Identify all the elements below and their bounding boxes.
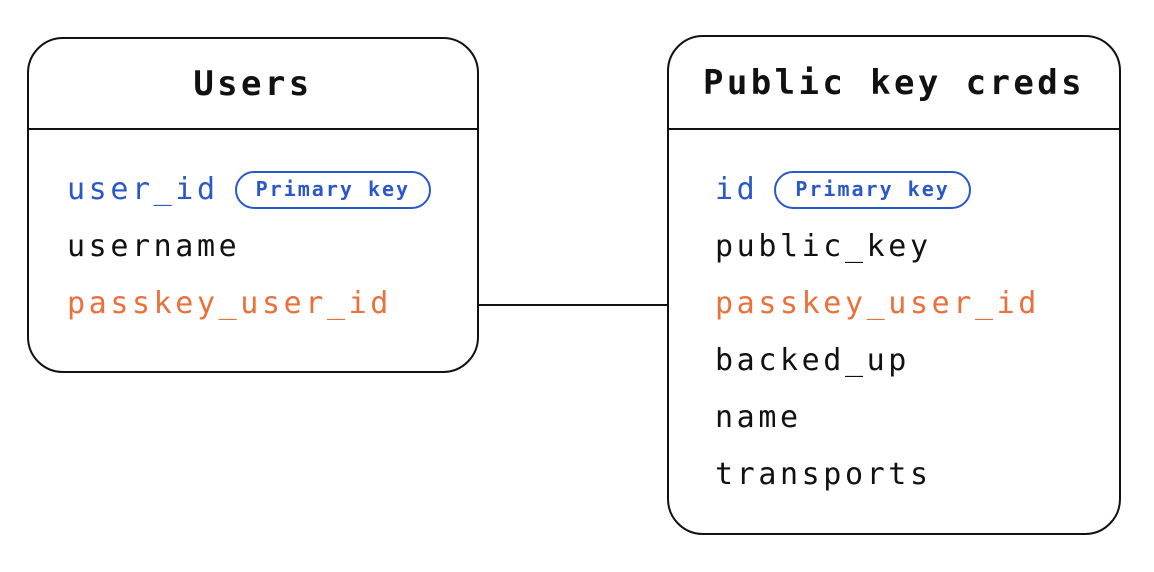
table-title-public-key-creds: Public key creds bbox=[669, 37, 1119, 130]
primary-key-badge: Primary key bbox=[774, 170, 971, 209]
field-row-passkey-user-id: passkey_user_id bbox=[67, 275, 477, 332]
field-row-user-id: user_id Primary key bbox=[67, 161, 477, 218]
field-row-name: name bbox=[715, 389, 1119, 446]
field-name-username: username bbox=[67, 229, 241, 264]
table-node-users: Users user_id Primary key username passk… bbox=[27, 37, 479, 373]
field-row-public-key: public_key bbox=[715, 218, 1119, 275]
field-name-transports: transports bbox=[715, 457, 932, 492]
field-name-user-id: user_id bbox=[67, 172, 219, 207]
relationship-line-passkey-user-id bbox=[479, 304, 667, 306]
field-row-passkey-user-id: passkey_user_id bbox=[715, 275, 1119, 332]
table-fields-public-key-creds: id Primary key public_key passkey_user_i… bbox=[669, 130, 1119, 503]
table-title-users: Users bbox=[29, 39, 477, 130]
field-row-username: username bbox=[67, 218, 477, 275]
field-name-name: name bbox=[715, 400, 802, 435]
field-name-public-key: public_key bbox=[715, 229, 932, 264]
field-name-passkey-user-id: passkey_user_id bbox=[715, 286, 1040, 321]
field-name-id: id bbox=[715, 172, 759, 207]
field-row-backed-up: backed_up bbox=[715, 332, 1119, 389]
field-name-passkey-user-id: passkey_user_id bbox=[67, 286, 392, 321]
field-name-backed-up: backed_up bbox=[715, 343, 910, 378]
table-node-public-key-creds: Public key creds id Primary key public_k… bbox=[667, 35, 1121, 535]
field-row-transports: transports bbox=[715, 446, 1119, 503]
primary-key-badge: Primary key bbox=[234, 170, 432, 209]
table-fields-users: user_id Primary key username passkey_use… bbox=[29, 130, 477, 332]
field-row-id: id Primary key bbox=[715, 161, 1119, 218]
